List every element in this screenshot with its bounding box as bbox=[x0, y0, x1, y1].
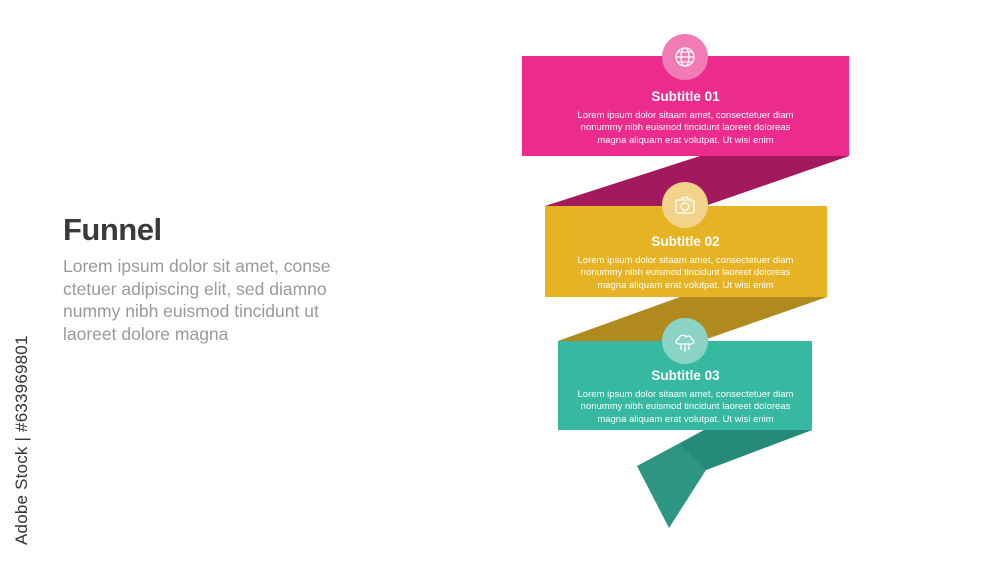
ribbon-tail-shade bbox=[680, 430, 812, 470]
step-3-body: Lorem ipsum dolor sitaam amet, consectet… bbox=[577, 389, 794, 425]
step-3-subtitle: Subtitle 03 bbox=[651, 368, 720, 383]
page-description: Lorem ipsum dolor sit amet, conse ctetue… bbox=[63, 256, 331, 344]
step-1-body: Lorem ipsum dolor sitaam amet, consectet… bbox=[577, 110, 794, 146]
ribbon-fold-1 bbox=[545, 156, 849, 206]
page-title: Funnel bbox=[63, 212, 162, 247]
step-3-badge bbox=[662, 318, 708, 364]
step-1-content: Subtitle 01 Lorem ipsum dolor sitaam ame… bbox=[568, 89, 803, 147]
step-3-content: Subtitle 03 Lorem ipsum dolor sitaam ame… bbox=[568, 368, 803, 426]
step-2-body: Lorem ipsum dolor sitaam amet, consectet… bbox=[577, 255, 794, 291]
step-2-content: Subtitle 02 Lorem ipsum dolor sitaam ame… bbox=[568, 234, 803, 292]
step-1-subtitle: Subtitle 01 bbox=[651, 89, 720, 104]
step-2-badge bbox=[662, 182, 708, 228]
ribbon-tail bbox=[637, 430, 812, 528]
step-1-badge bbox=[662, 34, 708, 80]
step-2-subtitle: Subtitle 02 bbox=[651, 234, 720, 249]
globe-icon bbox=[675, 47, 695, 67]
camera-icon bbox=[675, 196, 695, 214]
cloud-network-icon bbox=[675, 334, 695, 352]
